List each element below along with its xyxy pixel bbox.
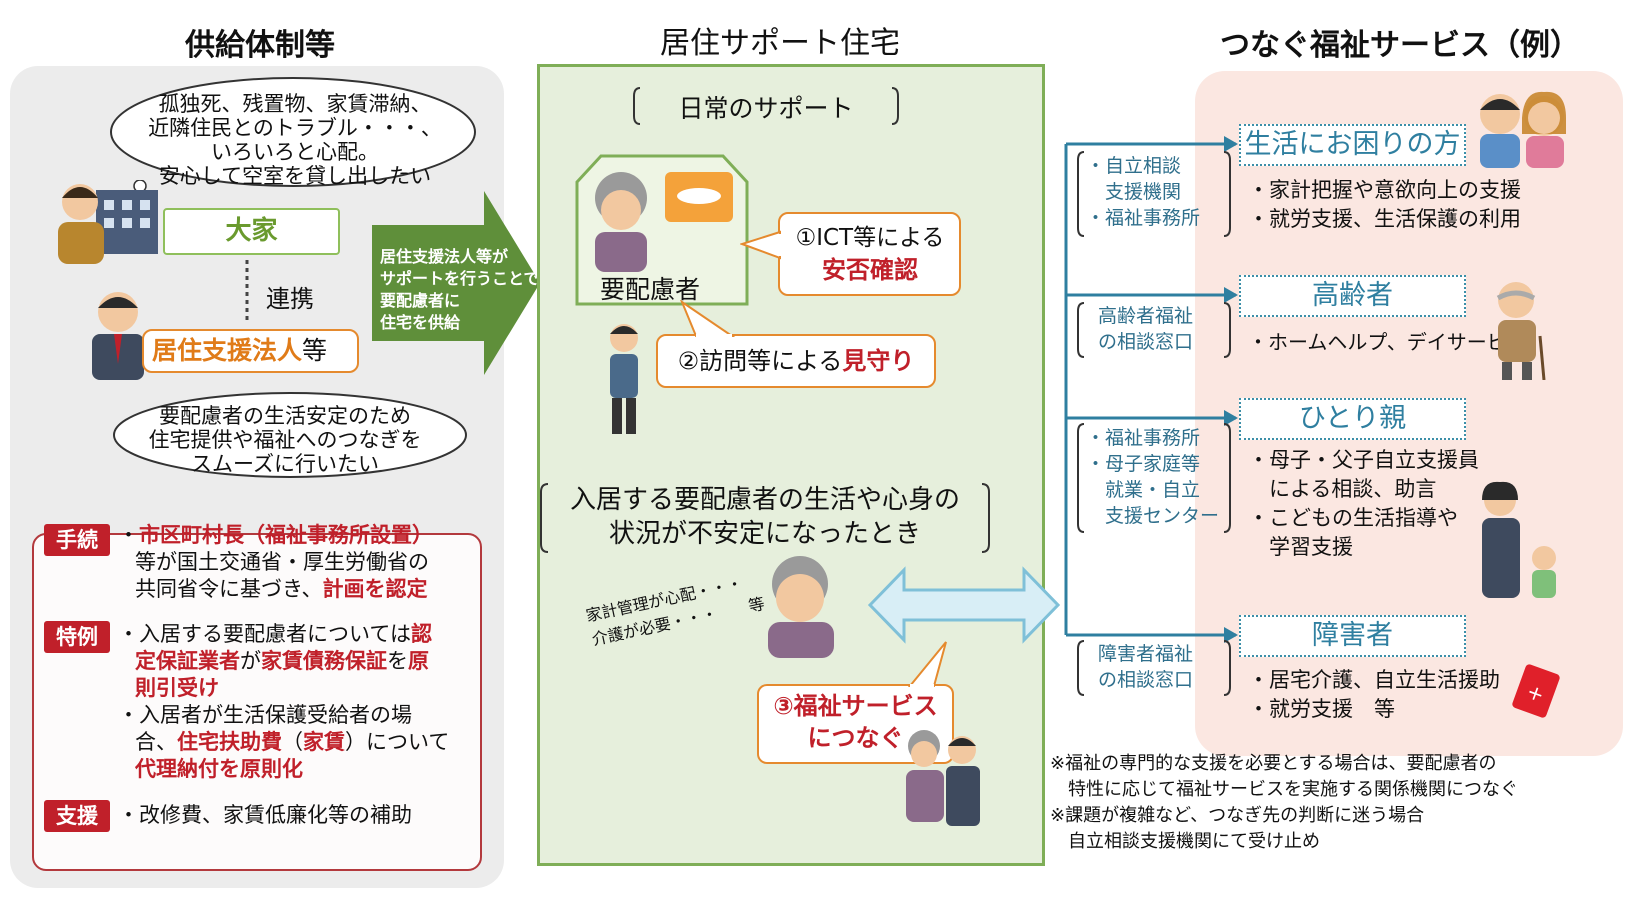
org-bracket-1 (1077, 151, 1231, 237)
exception-tag: 特例 (44, 621, 110, 653)
category-needy: 生活にお困りの方 (1239, 124, 1466, 166)
org-1-line-3: ・福祉事務所 (1086, 207, 1201, 229)
note-line-1: ※福祉の専門的な支援を必要とする場合は、要配慮者の (1050, 753, 1497, 774)
support-corporation-label: 居住支援法人 (152, 336, 303, 365)
disabled-item-2: ・就労支援 等 (1248, 697, 1395, 721)
callout-connect-welfare-tail (907, 641, 947, 688)
connect-double-arrow (868, 566, 1060, 644)
arrow-text-2: サポートを行うことで (380, 269, 540, 288)
note-line-2: 特性に応じて福祉サービスを実施する関係機関につなぐ (1050, 779, 1518, 800)
needy-item-1: ・家計把握や意欲向上の支援 (1248, 178, 1521, 202)
elderly-illustration (1496, 282, 1546, 380)
org-2-line-2: の相談窓口 (1098, 331, 1194, 353)
callout-connect-line-2: につなぐ (807, 724, 904, 752)
support-corporation-suffix: 等 (302, 336, 328, 365)
unstable-line-1: 入居する要配慮者の生活や心身の (569, 485, 960, 515)
cloud-bottom-line-3: スムーズに行いたい (191, 452, 379, 476)
house-illustration (575, 154, 749, 306)
callout-safety-check-line-1: ①ICT等による (795, 225, 945, 251)
org-1-line-1: ・自立相談 (1086, 155, 1182, 177)
supply-arrow (372, 191, 540, 375)
support-staff-illustration (92, 292, 144, 380)
support-line-1: ・改修費、家賃低廉化等の補助 (118, 803, 412, 827)
svg-text:+: + (1524, 679, 1548, 707)
exception-line-3: 則引受け (135, 676, 219, 700)
note-line-3: ※課題が複雑など、つなぎ先の判断に迷う場合 (1050, 805, 1425, 826)
procedure-line-3: 共同省令に基づき、計画を認定 (135, 577, 428, 601)
thought-cloud-bottom (113, 392, 467, 478)
callout-connect-line-1: ③福祉サービス (773, 692, 938, 720)
single-parent-item-2: による相談、助言 (1248, 477, 1437, 501)
org-3-line-2: ・母子家庭等 (1086, 453, 1201, 475)
cloud-top-line-1: 孤独死、残置物、家賃滞納、 (158, 92, 432, 116)
procedure-line-2: 等が国土交通省・厚生労働省の (135, 550, 429, 574)
cloud-top-line-3: いろいろと心配。 (211, 140, 379, 164)
unstable-brackets (540, 483, 990, 553)
cloud-top-line-4: 安心して空室を貸し出したい (158, 164, 432, 188)
elderly-item-1: ・ホームヘルプ、デイサービス (1248, 330, 1527, 354)
arrow-text-1: 居住支援法人等が (380, 247, 509, 266)
welfare-connector-lines (1064, 136, 1238, 643)
link-dotted-line (245, 260, 249, 322)
support-tag: 支援 (44, 800, 110, 832)
org-4-line-2: の相談窓口 (1098, 669, 1194, 691)
support-corporation-box: 居住支援法人等 (142, 329, 359, 373)
callout-safety-check-tail (740, 230, 782, 260)
daily-support-brackets (633, 87, 899, 125)
person-needing-care-label: 要配慮者 (600, 275, 701, 304)
exception-line-5: 合、住宅扶助費（家賃）について (135, 730, 450, 754)
org-bracket-4 (1077, 640, 1231, 696)
org-2-line-1: 高齢者福祉 (1098, 305, 1194, 327)
right-column-title: つなぐ福祉サービス（例） (1220, 28, 1580, 63)
org-1-line-2: 支援機関 (1086, 181, 1182, 203)
org-3-line-4: 支援センター (1086, 505, 1220, 527)
arrow-text-4: 住宅を供給 (380, 313, 461, 332)
daily-support-label: 日常のサポート (678, 94, 854, 123)
callout-watching (656, 334, 936, 388)
procedure-line-1: ・市区町村長（福祉事務所設置） (118, 523, 433, 547)
parent-child-illustration (1482, 481, 1556, 598)
cloud-top-line-2: 近隣住民とのトラブル・・・、 (148, 116, 442, 140)
exception-line-4: ・入居者が生活保護受給者の場 (118, 703, 412, 727)
callout-safety-check-line-2: 安否確認 (822, 256, 918, 284)
cloud-bottom-line-2: 住宅提供や福祉へのつなぎを (148, 428, 422, 452)
category-single-parent: ひとり親 (1239, 398, 1466, 440)
help-mark-icon: + (1512, 664, 1560, 718)
landlord-box: 大家 (163, 208, 340, 255)
exception-line-1: ・入居する要配慮者については認 (118, 622, 432, 646)
left-column-title: 供給体制等 (185, 28, 335, 63)
exception-line-6: 代理納付を原則化 (135, 757, 303, 781)
single-parent-item-1: ・母子・父子自立支援員 (1248, 448, 1479, 472)
landlord-illustration (58, 184, 158, 264)
org-bracket-3 (1077, 423, 1231, 533)
org-4-line-1: 障害者福祉 (1098, 643, 1194, 665)
visitor-illustration (610, 324, 638, 434)
needy-item-2: ・就労支援、生活保護の利用 (1248, 207, 1521, 231)
callout-watching-line: ②訪問等による見守り (677, 347, 915, 375)
thought-cloud-top (110, 77, 476, 187)
landlord-label: 大家 (225, 216, 278, 246)
link-label: 連携 (266, 285, 314, 313)
org-3-line-1: ・福祉事務所 (1086, 427, 1201, 449)
single-parent-item-4: 学習支援 (1248, 535, 1353, 559)
category-disabled: 障害者 (1239, 615, 1466, 657)
cloud-bottom-line-1: 要配慮者の生活安定のため (159, 404, 411, 428)
org-3-line-3: 就業・自立 (1086, 479, 1201, 501)
exception-line-2: 定保証業者が家賃債務保証を原 (135, 649, 429, 673)
category-elderly: 高齢者 (1239, 275, 1466, 317)
org-bracket-2 (1077, 302, 1231, 358)
center-column-title: 居住サポート住宅 (660, 26, 900, 61)
couple-illustration (1480, 91, 1566, 168)
callout-safety-check (778, 212, 961, 296)
procedure-tag: 手続 (44, 524, 110, 556)
elder-and-staff-illustration (906, 730, 980, 826)
arrow-text-3: 要配慮者に (380, 291, 461, 310)
note-line-4: 自立相談支援機関にて受け止め (1050, 831, 1320, 852)
unstable-line-2: 状況が不安定になったとき (608, 519, 921, 549)
disabled-item-1: ・居宅介護、自立生活援助 (1248, 668, 1500, 692)
single-parent-item-3: ・こどもの生活指導や (1248, 506, 1458, 530)
callout-watching-tail (680, 300, 736, 338)
worried-elder-illustration (768, 556, 834, 658)
